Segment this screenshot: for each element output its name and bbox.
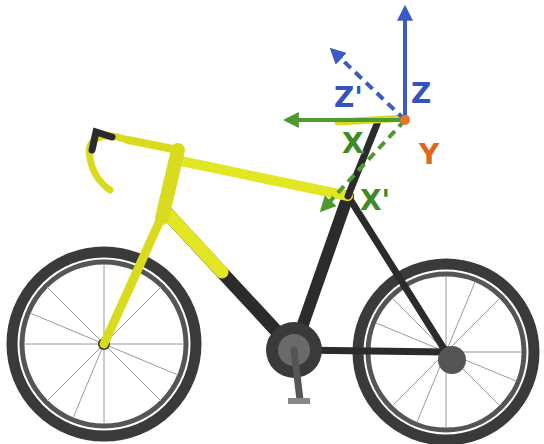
- crankset: [266, 322, 466, 404]
- axis-label: Z: [411, 80, 431, 108]
- axis-label: Y: [419, 141, 439, 169]
- coordinate-axes: [286, 8, 410, 210]
- bicycle-frame: [89, 118, 446, 352]
- axis-label: X': [360, 187, 390, 215]
- axis-label: X: [342, 130, 364, 158]
- axis-label: Z': [334, 84, 363, 112]
